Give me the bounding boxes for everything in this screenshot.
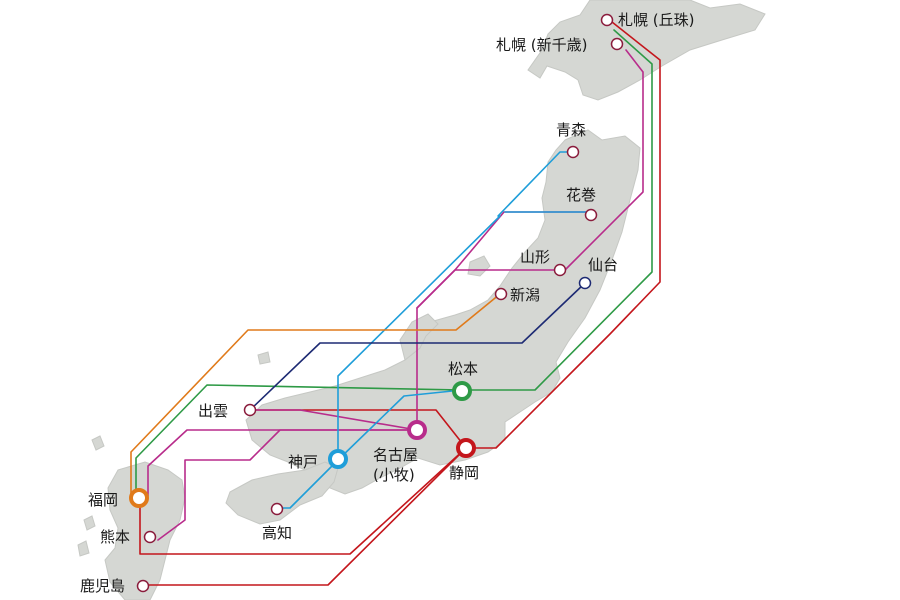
label-kobe: 神戸 bbox=[288, 453, 318, 471]
label-izumo: 出雲 bbox=[198, 402, 228, 420]
hub-marker-shizuoka[interactable] bbox=[456, 438, 476, 458]
label-sapporo-chitose: 札幌 (新千歳) bbox=[496, 36, 587, 54]
route-nagoya-izumo bbox=[255, 409, 418, 431]
station-marker-aomori[interactable] bbox=[566, 145, 580, 159]
honshu bbox=[245, 129, 641, 495]
islet bbox=[257, 351, 271, 365]
route-matsumoto-fukuoka bbox=[135, 384, 463, 494]
sado-island bbox=[467, 255, 491, 277]
station-marker-izumo[interactable] bbox=[243, 403, 257, 417]
station-marker-yamagata[interactable] bbox=[553, 263, 567, 277]
noto-peninsula bbox=[399, 313, 439, 361]
label-fukuoka: 福岡 bbox=[88, 491, 118, 509]
label-niigata: 新潟 bbox=[510, 286, 540, 304]
station-marker-niigata[interactable] bbox=[494, 287, 508, 301]
route-shizuoka-kagoshima bbox=[146, 447, 467, 586]
labels: 札幌 (丘珠) 札幌 (新千歳) 青森 花巻 山形 仙台 新潟 出雲 高知 熊本… bbox=[80, 11, 694, 595]
islet bbox=[77, 540, 90, 557]
station-marker-kagoshima[interactable] bbox=[136, 579, 150, 593]
label-nagoya: 名古屋 bbox=[373, 446, 418, 464]
route-kobe-matsumoto bbox=[337, 389, 463, 461]
station-marker-sendai[interactable] bbox=[578, 276, 592, 290]
route-fukuoka-niigata bbox=[130, 293, 501, 495]
shikoku bbox=[225, 461, 339, 525]
label-kochi: 高知 bbox=[262, 524, 292, 542]
label-sendai: 仙台 bbox=[588, 256, 618, 274]
route-shizuoka-sapporo bbox=[465, 21, 661, 449]
routes bbox=[130, 21, 661, 586]
route-kobe-aomori bbox=[337, 151, 573, 461]
label-hanamaki: 花巻 bbox=[566, 186, 596, 204]
label-aomori: 青森 bbox=[556, 121, 586, 139]
route-shizuoka-izumo bbox=[255, 409, 467, 449]
station-marker-hanamaki[interactable] bbox=[584, 208, 598, 222]
station-marker-sapporo-okadama[interactable] bbox=[600, 13, 614, 27]
hub-marker-kobe[interactable] bbox=[328, 449, 348, 469]
islet bbox=[83, 515, 96, 531]
label-sapporo-okadama: 札幌 (丘珠) bbox=[618, 11, 694, 29]
route-izumo-sendai bbox=[249, 283, 585, 411]
hub-marker-matsumoto[interactable] bbox=[452, 381, 472, 401]
route-matsumoto-sapporo bbox=[461, 29, 653, 391]
label-yamagata: 山形 bbox=[520, 248, 550, 266]
label-shizuoka: 静岡 bbox=[449, 464, 479, 482]
label-nagoya-sub: (小牧) bbox=[373, 466, 415, 484]
station-marker-kochi[interactable] bbox=[270, 502, 284, 516]
islet bbox=[91, 435, 105, 451]
station-markers bbox=[129, 13, 624, 593]
label-kagoshima: 鹿児島 bbox=[80, 577, 125, 595]
station-marker-sapporo-chitose[interactable] bbox=[610, 37, 624, 51]
kyushu bbox=[104, 461, 186, 600]
station-marker-kumamoto[interactable] bbox=[143, 530, 157, 544]
route-shizuoka-fukuoka bbox=[139, 447, 467, 555]
landmass bbox=[77, 0, 766, 600]
hub-marker-nagoya[interactable] bbox=[407, 420, 427, 440]
label-matsumoto: 松本 bbox=[448, 360, 478, 378]
label-kumamoto: 熊本 bbox=[100, 528, 130, 546]
hub-marker-fukuoka[interactable] bbox=[129, 488, 149, 508]
route-nagoya-kumamoto bbox=[157, 429, 418, 541]
